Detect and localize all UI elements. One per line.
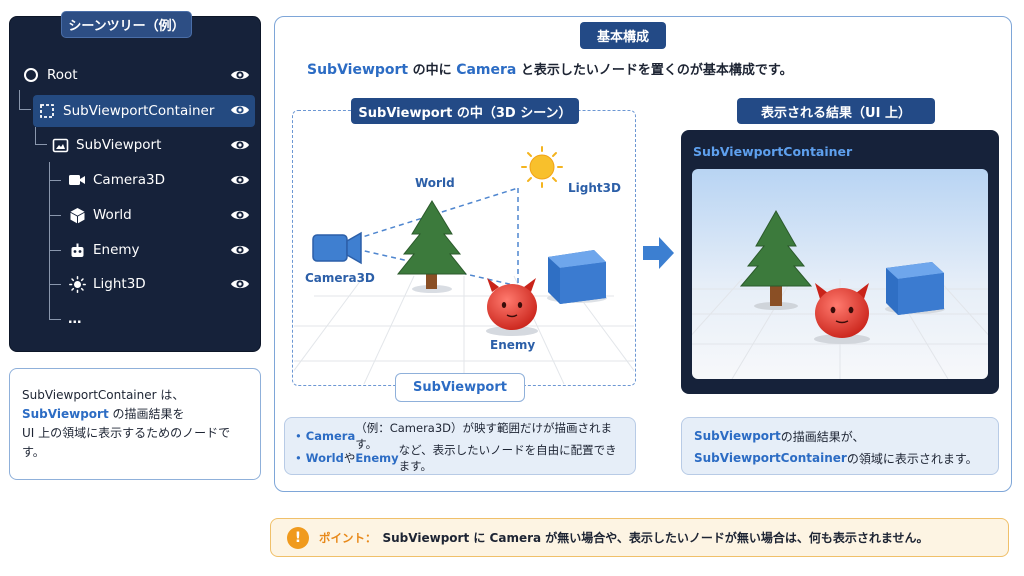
info-text: や [343, 451, 356, 465]
tree-connector [49, 180, 61, 181]
note-keyword: SubViewport [22, 407, 109, 421]
tree-node-label: Enemy [93, 242, 140, 258]
visibility-eye-icon[interactable] [230, 65, 250, 85]
note-line: UI 上の領域に表示するためのノードです。 [22, 426, 231, 459]
tree-node-label: Light3D [93, 276, 146, 292]
light-sun-model [521, 146, 563, 188]
basic-structure-subtitle: SubViewport の中に Camera と表示したいノードを置くのが基本構… [307, 59, 793, 78]
rendered-scene [692, 169, 988, 379]
robot-icon [68, 241, 86, 259]
scene-tree-title: シーンツリー（例） [61, 11, 192, 38]
viewport-node-icon [51, 136, 69, 154]
tree-node-label: Root [47, 67, 78, 83]
rendered-viewport [692, 169, 988, 379]
circle-node-icon [22, 66, 40, 84]
tree-connector [35, 127, 47, 145]
enemy-model [486, 278, 538, 336]
scene-title: SubViewport の中（3D シーン） [351, 98, 579, 124]
info-line: SubViewport の描画結果が、 [694, 425, 986, 447]
cube-icon [68, 206, 86, 224]
tree-node-label: SubViewportContainer [63, 103, 215, 119]
point-callout: ! ポイント： SubViewport に Camera が無い場合や、表示した… [270, 518, 1009, 557]
info-bullet: •Camera（例：Camera3D）が映す範囲だけが描画されます。 [295, 421, 625, 451]
tree-node-subviewportcontainer[interactable]: SubViewportContainer [33, 95, 255, 127]
tree-node-label: World [93, 207, 132, 223]
info-text: の描画結果が、 [780, 429, 865, 444]
info-text: など、表示したいノードを自由に配置できます。 [398, 443, 617, 473]
tree-connector [49, 319, 61, 320]
tree-connector [49, 284, 61, 285]
scene-illustration [294, 146, 634, 384]
cube-model [885, 262, 945, 315]
basic-structure-header: 基本構成 [580, 22, 666, 49]
subtitle-keyword: SubViewport [307, 62, 409, 78]
arrow-right-icon [643, 237, 674, 269]
info-keyword: World [305, 451, 344, 465]
tree-connector [49, 250, 61, 251]
tree-node-more: … [68, 303, 128, 335]
subtitle-text: と表示したいノードを置くのが基本構成です。 [516, 63, 793, 78]
exclamation-icon: ! [287, 526, 309, 549]
result-title: 表示される結果（UI 上） [737, 98, 935, 124]
visibility-eye-icon[interactable] [230, 170, 250, 190]
tree-node-label: … [68, 311, 82, 327]
note-line: SubViewport の描画結果を [22, 405, 248, 424]
info-keyword: Enemy [355, 451, 399, 465]
info-line: SubViewportContainer の領域に表示されます。 [694, 447, 986, 469]
tree-connector [49, 215, 61, 216]
scene-tree-panel [9, 16, 261, 352]
enemy-model [814, 283, 870, 344]
enemy-label: Enemy [490, 338, 536, 352]
tree-model [739, 209, 813, 310]
tree-node-root[interactable]: Root [22, 59, 256, 91]
tree-node-label: SubViewport [76, 137, 162, 153]
note-text: の描画結果を [108, 407, 185, 421]
sun-icon [68, 275, 86, 293]
camera-icon [68, 171, 86, 189]
visibility-eye-icon[interactable] [230, 274, 250, 294]
info-text: の領域に表示されます。 [846, 451, 978, 466]
result-info-box: SubViewport の描画結果が、 SubViewportContainer… [681, 417, 999, 475]
bullet-dot: • [295, 451, 302, 465]
tree-node-world[interactable]: World [68, 199, 256, 231]
subtitle-text: の中に [408, 63, 457, 78]
visibility-eye-icon[interactable] [230, 205, 250, 225]
tree-node-light3d[interactable]: Light3D [68, 268, 256, 300]
info-keyword: SubViewportContainer [694, 451, 847, 465]
tree-node-subviewport[interactable]: SubViewport [51, 129, 256, 161]
scene-info-box: •Camera（例：Camera3D）が映す範囲だけが描画されます。 •Worl… [284, 417, 636, 475]
point-text: SubViewport に Camera が無い場合や、表示したいノードが無い場… [382, 531, 929, 545]
camera-3d-model [312, 231, 362, 265]
tree-connector [19, 90, 31, 110]
world-label: World [415, 176, 455, 190]
cube-model [547, 250, 607, 304]
camera3d-label: Camera3D [305, 271, 375, 285]
info-text: （例：Camera3D）が映す範囲だけが描画されます。 [355, 421, 613, 451]
note-line: SubViewportContainer は、 [22, 388, 185, 402]
tree-connector [49, 162, 50, 320]
info-bullet: •World や Enemy など、表示したいノードを自由に配置できます。 [295, 443, 625, 473]
visibility-eye-icon[interactable] [230, 240, 250, 260]
point-label: ポイント： [319, 530, 377, 545]
container-description-note: SubViewportContainer は、 SubViewport の描画結… [9, 368, 261, 480]
tree-node-camera3d[interactable]: Camera3D [68, 164, 256, 196]
info-keyword: Camera [305, 429, 356, 443]
tree-node-enemy[interactable]: Enemy [68, 234, 256, 266]
info-keyword: SubViewport [694, 429, 781, 443]
visibility-eye-icon[interactable] [230, 135, 250, 155]
light3d-label: Light3D [568, 181, 621, 195]
bullet-dot: • [295, 429, 302, 443]
tree-model [396, 200, 468, 293]
tree-node-label: Camera3D [93, 172, 165, 188]
result-container-label: SubViewportContainer [693, 144, 853, 159]
container-node-icon [38, 102, 56, 120]
subtitle-keyword: Camera [456, 62, 517, 78]
visibility-eye-icon[interactable] [230, 100, 250, 120]
subviewport-label: SubViewport [395, 373, 525, 402]
